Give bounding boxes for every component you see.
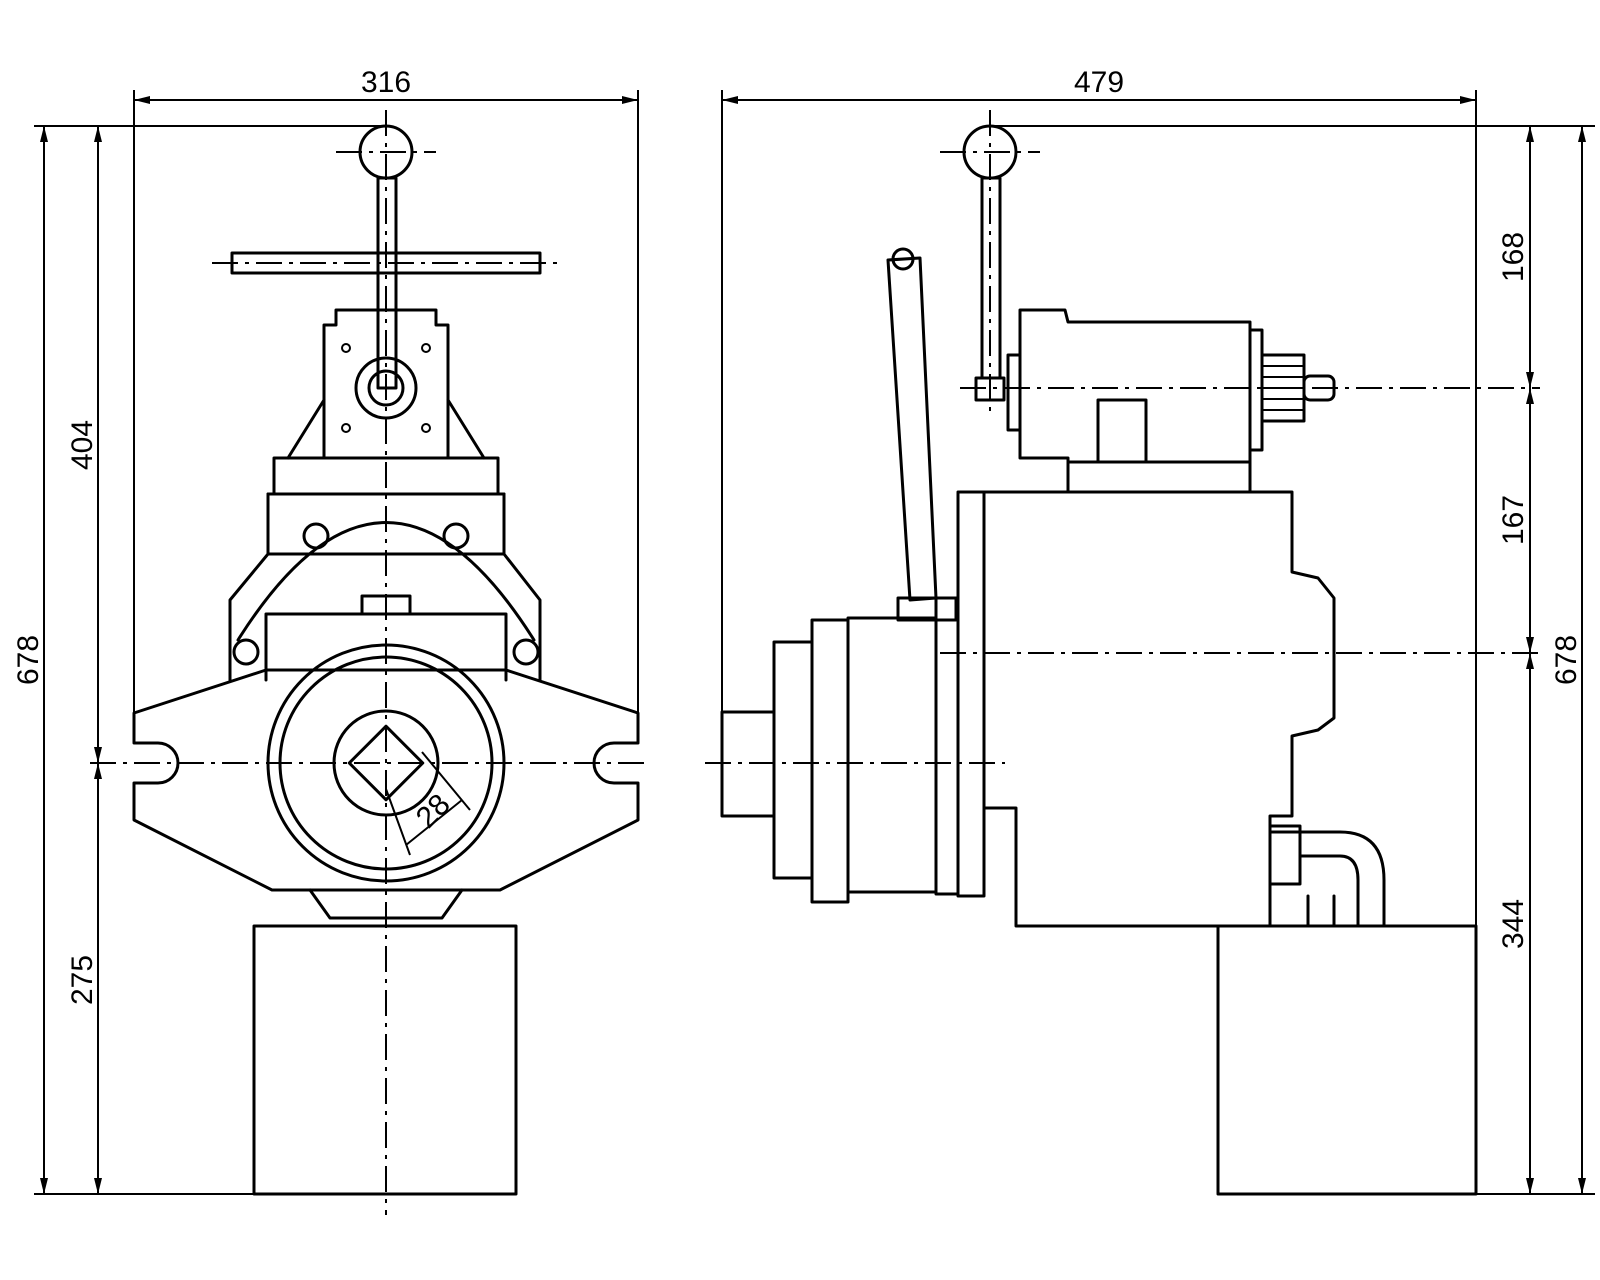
front-gear-bolt [421, 423, 431, 433]
dimensions: 316 678 404 275 28 479 [12, 66, 1595, 1195]
front-gear-bolt [421, 343, 431, 353]
dim-168-arrow [1526, 126, 1534, 142]
front-inner-frame [264, 612, 508, 682]
front-housing-bolt [512, 638, 540, 666]
front-housing-bolt [232, 638, 260, 666]
side-lever-base [896, 596, 958, 622]
side-output-hub [720, 710, 776, 818]
dim-28-label: 28 [410, 788, 457, 835]
side-flange-disc [810, 618, 850, 904]
front-bottom-skirt [308, 888, 464, 920]
side-flange-plate [934, 596, 960, 896]
side-elbow-nut [1268, 824, 1302, 886]
front-output-flange-outer [266, 643, 506, 883]
front-housing-bolt [442, 522, 470, 550]
side-main-housing [956, 490, 1336, 928]
dim-275-label: 275 [66, 955, 99, 1005]
front-handle-rod [376, 176, 398, 390]
front-main-housing [228, 492, 542, 682]
dim-404-arrow [94, 126, 102, 142]
side-view [705, 110, 1540, 1196]
dim-side-678-label: 678 [1550, 635, 1583, 685]
dim-front-678-label: 678 [12, 635, 45, 685]
side-lever [886, 256, 938, 602]
dim-479-arrow [722, 96, 738, 104]
dim-316-arrow [622, 96, 638, 104]
front-output-flange-inner [278, 655, 494, 871]
dim-479-label: 479 [1074, 66, 1124, 99]
front-output-bore [332, 709, 440, 817]
dim-side-678-arrow [1578, 126, 1586, 142]
side-gear-unit [1018, 308, 1252, 464]
dim-167-arrow [1526, 637, 1534, 653]
front-gear-hub-inner [367, 369, 405, 407]
side-flange-body [846, 616, 938, 894]
front-view [90, 110, 650, 1215]
dim-front-678-arrow [40, 1178, 48, 1194]
front-gear-head-flanks [286, 398, 486, 460]
dim-316-arrow [134, 96, 150, 104]
front-gear-hub-outer [354, 356, 418, 420]
dim-167-arrow [1526, 388, 1534, 404]
dim-344-label: 344 [1497, 899, 1530, 949]
dim-front-678-arrow [40, 126, 48, 142]
dim-167-label: 167 [1497, 495, 1530, 545]
front-base-block [252, 924, 518, 1196]
side-flange-ring [772, 640, 814, 880]
front-gear-bolt [341, 343, 351, 353]
front-square-shaft [347, 724, 425, 802]
dim-344-arrow [1526, 1178, 1534, 1194]
side-elbow-fitting [1268, 830, 1386, 928]
front-housing-bolt [302, 522, 330, 550]
front-handwheel-bar [230, 251, 542, 275]
dim-275-arrow [94, 1178, 102, 1194]
dim-479-arrow [1460, 96, 1476, 104]
dim-side-678-arrow [1578, 1178, 1586, 1194]
side-spline-teeth [1262, 365, 1304, 411]
side-gear-cover [1248, 328, 1264, 452]
dim-168-label: 168 [1497, 232, 1530, 282]
dim-28-line [405, 799, 463, 846]
front-housing-arc [236, 521, 536, 642]
dim-168-arrow [1526, 372, 1534, 388]
dim-316-label: 316 [361, 66, 411, 99]
dim-404-arrow [94, 747, 102, 763]
side-lever-tip [891, 247, 915, 271]
side-gear-window [1096, 398, 1148, 464]
dim-275-arrow [94, 763, 102, 779]
dim-404-label: 404 [66, 420, 99, 470]
side-base-block [1216, 924, 1478, 1196]
side-gear-flange [1006, 353, 1022, 432]
side-housing-neck [1066, 460, 1252, 494]
front-gear-bolt [341, 423, 351, 433]
dim-344-arrow [1526, 653, 1534, 669]
side-shaft-cap [1302, 374, 1336, 402]
front-mounting-flange [132, 668, 640, 892]
side-handle-nut [974, 376, 1006, 402]
